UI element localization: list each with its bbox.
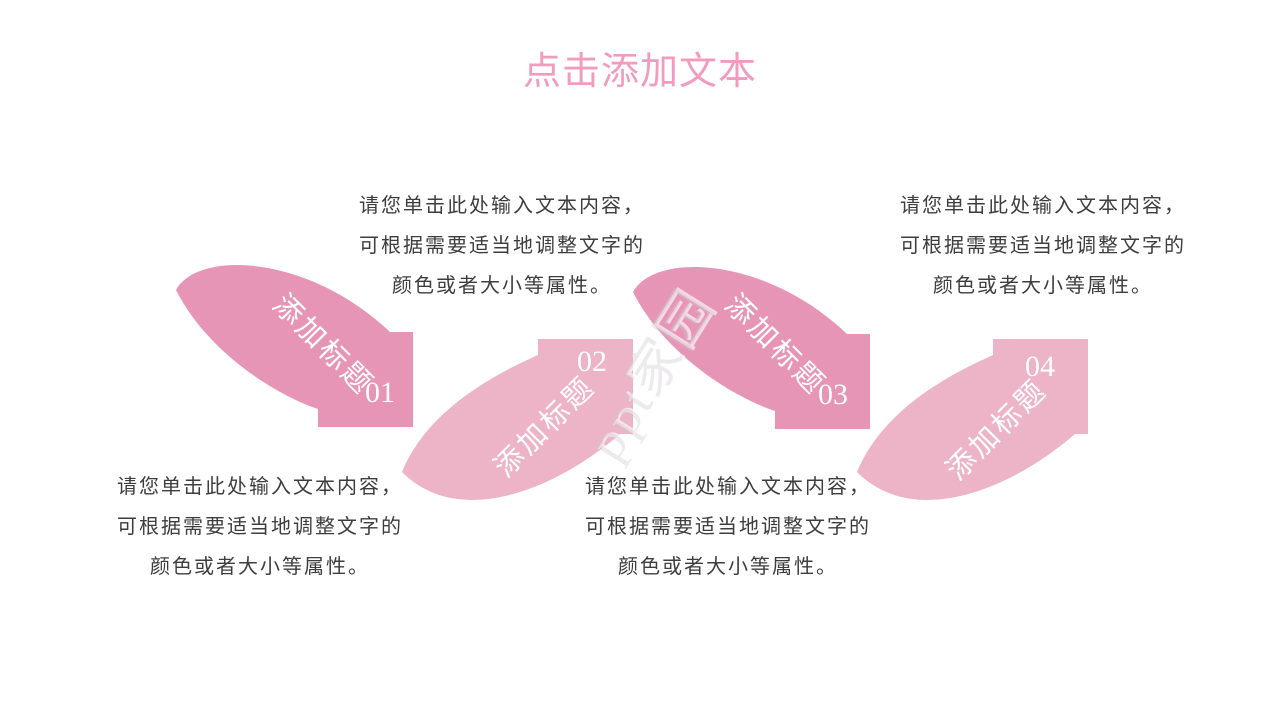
step-3-description-line-1: 请您单击此处输入文本内容， [585,476,871,498]
step-4-description-line-3: 颜色或者大小等属性。 [933,275,1153,297]
step-3-number: 03 [818,378,848,411]
step-3-arrow-shape[interactable] [633,267,870,429]
step-2-arrow-shape[interactable] [402,339,633,500]
step-1-description-line-3: 颜色或者大小等属性。 [150,556,370,578]
step-1-number: 01 [365,376,395,409]
step-4-description-line-2: 可根据需要适当地调整文字的 [900,235,1186,257]
slide-title-placeholder[interactable]: 点击添加文本 [522,51,757,93]
step-1-description-placeholder[interactable]: 请您单击此处输入文本内容， 可根据需要适当地调整文字的 颜色或者大小等属性。 [90,467,430,587]
step-4-description-placeholder[interactable]: 请您单击此处输入文本内容， 可根据需要适当地调整文字的 颜色或者大小等属性。 [873,186,1213,306]
step-3-description-line-2: 可根据需要适当地调整文字的 [585,516,871,538]
step-3-description-line-3: 颜色或者大小等属性。 [618,556,838,578]
step-2-number: 02 [577,345,607,378]
step-2-description-line-3: 颜色或者大小等属性。 [392,275,612,297]
step-1-description-line-1: 请您单击此处输入文本内容， [117,476,403,498]
step-4-number: 04 [1025,350,1055,383]
step-1-arrow-shape[interactable] [176,265,413,427]
step-4-description-line-1: 请您单击此处输入文本内容， [900,195,1186,217]
step-2-description-line-1: 请您单击此处输入文本内容， [359,195,645,217]
step-2-description-line-2: 可根据需要适当地调整文字的 [359,235,645,257]
step-2-description-placeholder[interactable]: 请您单击此处输入文本内容， 可根据需要适当地调整文字的 颜色或者大小等属性。 [332,186,672,306]
step-1-description-line-2: 可根据需要适当地调整文字的 [117,516,403,538]
step-4-arrow-shape[interactable] [857,339,1088,500]
step-3-description-placeholder[interactable]: 请您单击此处输入文本内容， 可根据需要适当地调整文字的 颜色或者大小等属性。 [558,467,898,587]
